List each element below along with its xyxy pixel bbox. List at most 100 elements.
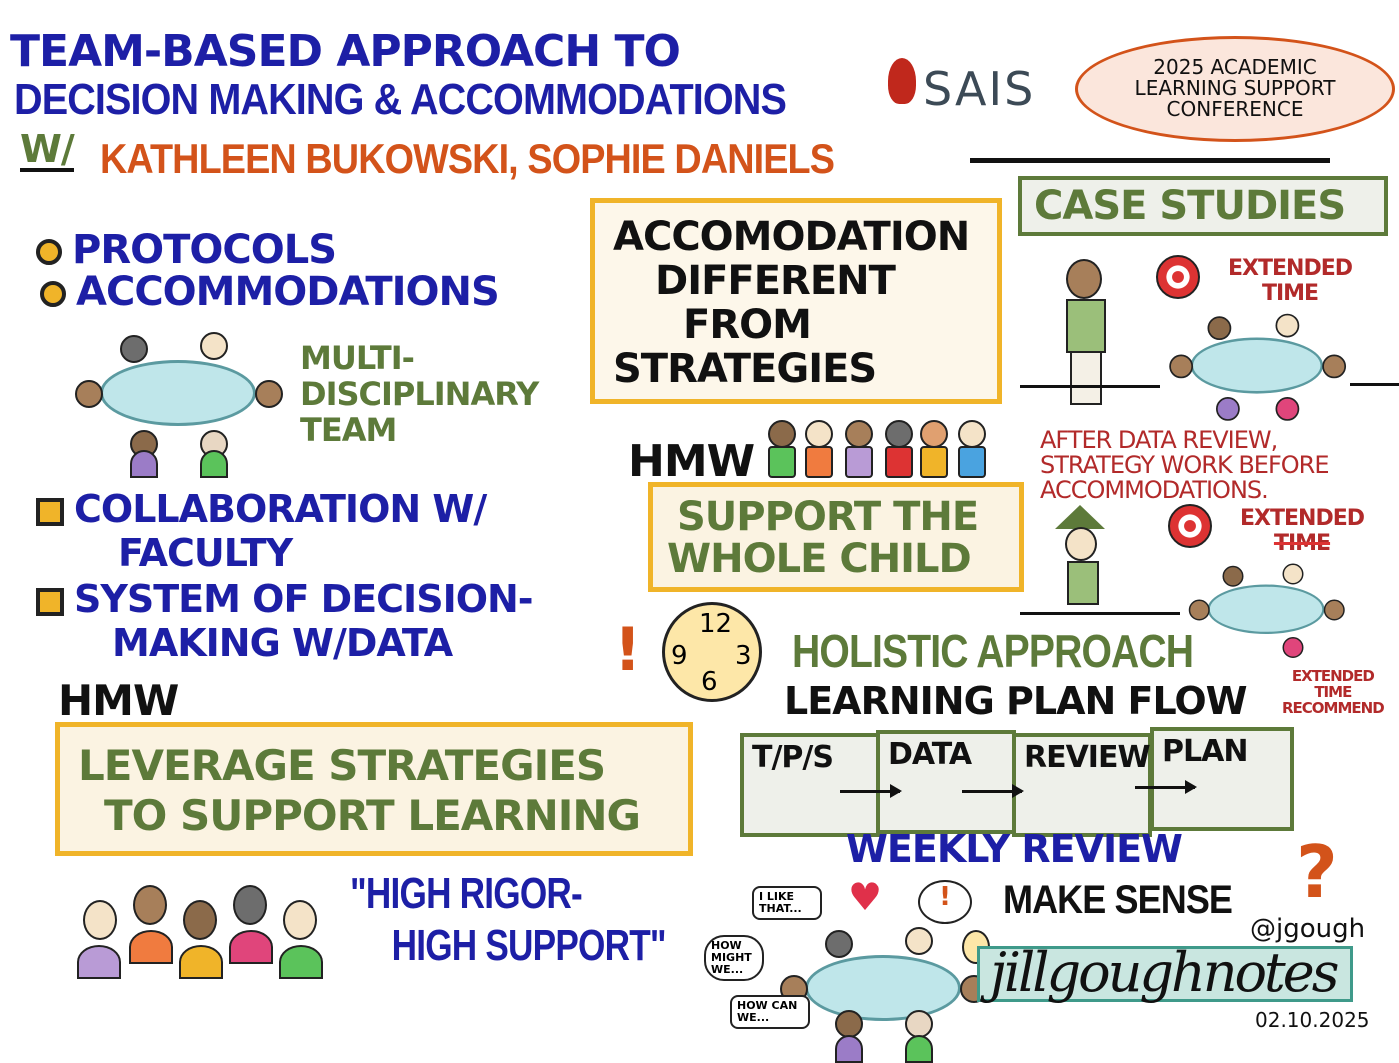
bullet-icon (36, 239, 62, 265)
whole-child-box: SUPPORT THE WHOLE CHILD (648, 482, 1024, 592)
system-line-1: SYSTEM OF DECISION- (74, 577, 534, 621)
high-rigor-quote: "HIGH RIGOR- HIGH SUPPORT" (350, 868, 667, 972)
recommend-line-1: EXTENDED (1291, 667, 1375, 685)
date: 02.10.2025 (1255, 1008, 1370, 1032)
whole-child-line-2: WHOLE CHILD (667, 536, 972, 582)
lightbulb-icon (962, 930, 990, 964)
raised-hands-people-illustration (55, 880, 345, 980)
target-icon (1156, 255, 1200, 299)
bullet-collaboration: COLLABORATION W/ (36, 487, 487, 531)
square-bullet-icon (36, 497, 64, 526)
team-line-3: TEAM (300, 411, 397, 449)
arrow-icon (840, 784, 902, 798)
accom-line-4: STRATEGIES (613, 346, 877, 392)
extended-time-1: EXTENDED TIME (1228, 256, 1353, 306)
flow-step-label: DATA (888, 737, 972, 772)
make-sense: MAKE SENSE (1003, 878, 1233, 922)
bubble-i-like-that: I LIKE THAT... (752, 886, 822, 921)
multidisciplinary-team-label: MULTI- DISCIPLINARY TEAM (300, 339, 539, 449)
after-line-1: AFTER DATA REVIEW, (1040, 426, 1278, 454)
clock-3: 3 (735, 641, 752, 671)
presenter-names: KATHLEEN BUKOWSKI, SOPHIE DANIELS (100, 135, 835, 182)
after-line-2: STRATEGY WORK BEFORE (1040, 451, 1329, 479)
flow-step-label: PLAN (1162, 734, 1248, 769)
extended-time-recommend: EXTENDED TIME RECOMMEND (1282, 667, 1385, 717)
collab-line-2: FACULTY (118, 531, 293, 575)
clock-6: 6 (701, 667, 718, 697)
signature: jillgoughnotes (990, 941, 1339, 1004)
rigor-line-1: "HIGH RIGOR- (350, 869, 583, 918)
bullet-protocols: PROTOCOLS (36, 227, 337, 273)
square-bullet-icon (36, 587, 64, 616)
team-table-illustration (70, 330, 290, 478)
title-line-2: DECISION MAKING & ACCOMMODATIONS (14, 75, 787, 124)
accom-line-2: DIFFERENT (655, 258, 896, 304)
bubble-how-can-we: HOW CAN WE... (730, 995, 810, 1030)
collab-line-1: COLLABORATION W/ (74, 487, 487, 531)
conference-line-1: 2025 ACADEMIC (1153, 55, 1317, 79)
learning-plan-flow-title: LEARNING PLAN FLOW (784, 679, 1248, 723)
holistic-approach: HOLISTIC APPROACH (792, 625, 1194, 677)
student-figure-2-illustration (1045, 505, 1125, 620)
flow-step-plan: PLAN (1150, 727, 1294, 831)
author-handle: @jgough (1250, 914, 1366, 944)
flow-step-review: REVIEW (1012, 733, 1152, 837)
divider (970, 158, 1330, 163)
team-line-2: DISCIPLINARY (300, 375, 539, 413)
divider (1020, 385, 1160, 388)
whole-child-line-1: SUPPORT THE (677, 494, 979, 540)
flow-step-tps: T/P/S (740, 733, 880, 837)
bullet-text: PROTOCOLS (72, 227, 337, 273)
after-line-3: ACCOMMODATIONS. (1040, 476, 1269, 504)
conference-oval: 2025 ACADEMIC LEARNING SUPPORT CONFERENC… (1075, 36, 1395, 142)
case-table-illustration (1165, 312, 1352, 421)
clock-9: 9 (671, 641, 688, 671)
case-studies-box: CASE STUDIES (1018, 176, 1388, 236)
extended-time-2-struck: EXTENDED TIME (1240, 506, 1365, 556)
student-figure-illustration (1040, 255, 1130, 405)
target-icon (1168, 504, 1212, 548)
bullet-system: SYSTEM OF DECISION- (36, 577, 534, 621)
accom-line-1: ACCOMODATION (613, 214, 970, 260)
sais-logo: SAIS (923, 62, 1036, 116)
extended-line-1: EXTENDED (1228, 256, 1353, 281)
conference-line-2: LEARNING SUPPORT (1134, 76, 1336, 100)
leverage-box: LEVERAGE STRATEGIES TO SUPPORT LEARNING (55, 722, 693, 856)
weekly-review: WEEKLY REVIEW (846, 827, 1183, 871)
system-line-2: MAKING W/DATA (112, 621, 453, 665)
after-data-review-note: AFTER DATA REVIEW, STRATEGY WORK BEFORE … (1040, 428, 1329, 503)
leverage-line-2: TO SUPPORT LEARNING (104, 791, 641, 840)
thought-exclamation-icon: ! (918, 880, 972, 924)
leverage-line-1: LEVERAGE STRATEGIES (78, 741, 606, 790)
signature-banner (977, 946, 1353, 1002)
recommend-line-3: RECOMMEND (1282, 699, 1385, 717)
flame-icon (888, 58, 916, 104)
extended-line-1: EXTENDED (1240, 506, 1365, 531)
hmw-label-center: HMW (628, 436, 755, 487)
clock-12: 12 (699, 609, 733, 639)
team-line-1: MULTI- (300, 339, 415, 377)
divider (1350, 383, 1399, 386)
bubble-how-might-we: HOW MIGHT WE... (704, 935, 764, 982)
case-studies-label: CASE STUDIES (1034, 183, 1346, 229)
question-mark-icon: ? (1296, 830, 1338, 914)
exclamation-icon: ! (614, 615, 641, 685)
extended-line-2: TIME (1273, 531, 1331, 556)
flow-step-label: REVIEW (1024, 740, 1151, 775)
flow-step-data: DATA (876, 730, 1016, 834)
bullet-accommodations: ACCOMMODATIONS (40, 269, 500, 315)
case-table-2-illustration (1185, 562, 1350, 658)
accom-line-3: FROM (683, 302, 812, 348)
arrow-icon (962, 784, 1024, 798)
rigor-line-2: HIGH SUPPORT" (391, 921, 667, 970)
with-label: W/ (20, 127, 75, 172)
recommend-line-2: TIME (1314, 683, 1352, 701)
flow-step-label: T/P/S (752, 740, 834, 775)
extended-line-2: TIME (1261, 281, 1319, 306)
hmw-label-left: HMW (58, 676, 179, 725)
bullet-text: ACCOMMODATIONS (76, 269, 500, 315)
children-illustration (760, 410, 990, 480)
arrow-icon (1135, 780, 1197, 794)
divider (1020, 612, 1180, 615)
clock-icon: 12 9 3 6 (662, 602, 762, 702)
